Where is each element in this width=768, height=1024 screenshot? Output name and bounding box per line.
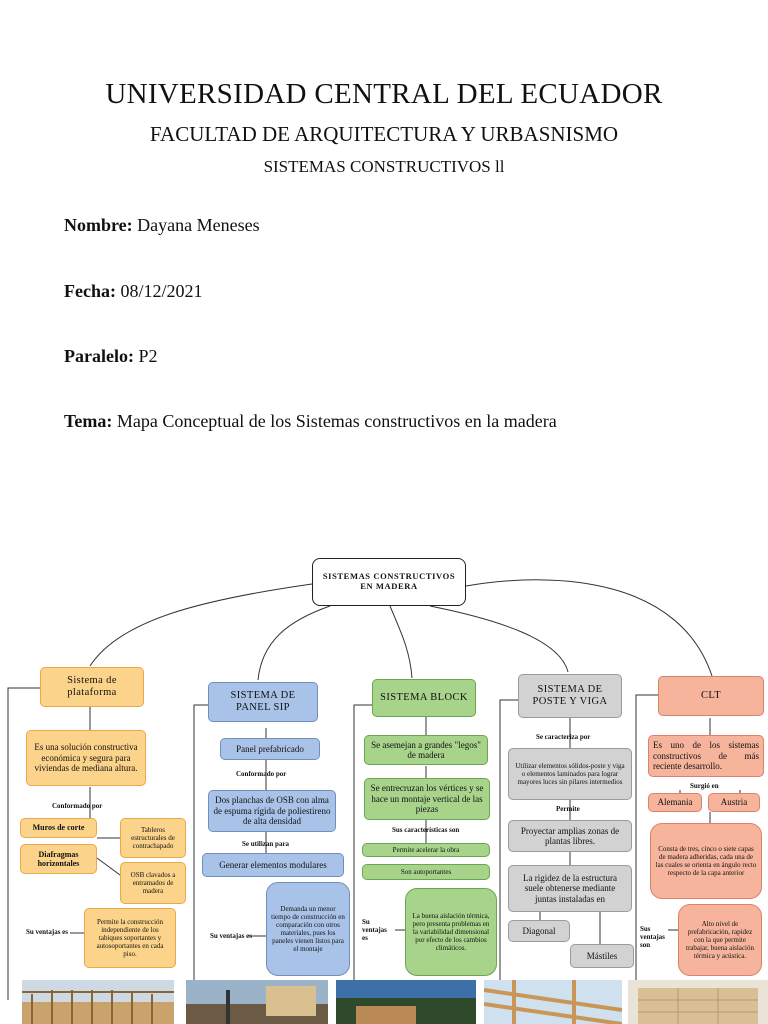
- utilizar-node: Utilizar elementos sólidos-poste y viga …: [508, 748, 632, 800]
- platform-framing-photo: [22, 980, 174, 1024]
- block-caracteristicas: Sus características son: [392, 826, 460, 834]
- nombre-field: Nombre: Dayana Meneses: [64, 215, 260, 236]
- autoportantes-node: Son autoportantes: [362, 864, 490, 880]
- clt-surgio: Surgió en: [690, 782, 719, 790]
- plataforma-desc: Es una solución constructiva económica y…: [26, 730, 146, 786]
- plataforma-conformado: Conformado por: [52, 802, 103, 810]
- sip-ventajas-label: Su ventajas es: [210, 932, 253, 940]
- fecha-field: Fecha: 08/12/2021: [64, 281, 203, 302]
- sip-title: SISTEMA DE PANEL SIP: [208, 682, 318, 722]
- rigidez-node: La rigidez de la estructura suele obtene…: [508, 865, 632, 912]
- legos-node: Se asemejan a grandes "legos" de madera: [364, 735, 488, 765]
- clt-ventaja: Alto nivel de prefabricación, rapidez co…: [678, 904, 762, 976]
- faculty-title: FACULTAD DE ARQUITECTURA Y URBASNISMO: [149, 122, 619, 146]
- austria-node: Austria: [708, 793, 760, 812]
- nombre-value: Dayana Meneses: [137, 215, 260, 235]
- tema-field: Tema: Mapa Conceptual de los Sistemas co…: [64, 411, 557, 432]
- root-node: SISTEMAS CONSTRUCTIVOS EN MADERA: [312, 558, 466, 606]
- acelerar-node: Permite acelerar la obra: [362, 843, 490, 857]
- clt-consta: Consta de tres, cinco o siete capas de m…: [650, 823, 762, 899]
- block-system-photo: [336, 980, 476, 1024]
- poste-title: SISTEMA DE POSTE Y VIGA: [518, 674, 622, 718]
- university-title: UNIVERSIDAD CENTRAL DEL ECUADOR: [105, 78, 663, 110]
- plataforma-title: Sistema de plataforma: [40, 667, 144, 707]
- proyectar-node: Proyectar amplias zonas de plantas libre…: [508, 820, 632, 852]
- nombre-label: Nombre:: [64, 215, 133, 235]
- sip-construction-photo: [186, 980, 328, 1024]
- clt-ventajas-label: Sus ventajas son: [640, 925, 665, 949]
- poste-permite: Permite: [556, 805, 580, 813]
- block-ventajas-label: Su ventajas es: [362, 918, 387, 942]
- modulares-node: Generar elementos modulares: [202, 853, 344, 877]
- poste-caracteriza: Se caracteriza por: [536, 733, 591, 741]
- block-ventaja: La buena aislación térmica, pero present…: [405, 888, 497, 976]
- plataforma-ventajas-label: Su ventajas es: [26, 928, 69, 936]
- sip-utilizan: Se utilizan para: [242, 840, 290, 848]
- tableros-node: Tableros estructurales de contrachapado: [120, 818, 186, 858]
- sip-conformado: Conformado por: [236, 770, 287, 778]
- planchas-node: Dos planchas de OSB con alma de espuma r…: [208, 790, 336, 832]
- clt-desc: Es uno de los sistemas constructivos de …: [648, 735, 764, 777]
- diafragmas-node: Diafragmas horizontales: [20, 844, 97, 874]
- clt-title: CLT: [658, 676, 764, 716]
- clt-panel-photo: [628, 980, 768, 1024]
- entrecruzan-node: Se entrecruzan los vértices y se hace un…: [364, 778, 490, 820]
- plataforma-ventaja: Permite la construcción independiente de…: [84, 908, 176, 968]
- mastiles-node: Mástiles: [570, 944, 634, 968]
- diagonal-node: Diagonal: [508, 920, 570, 942]
- paralelo-label: Paralelo:: [64, 346, 134, 366]
- post-beam-photo: [484, 980, 622, 1024]
- fecha-value: 08/12/2021: [120, 281, 203, 301]
- panel-node: Panel prefabricado: [220, 738, 320, 760]
- fecha-label: Fecha:: [64, 281, 116, 301]
- paralelo-field: Paralelo: P2: [64, 346, 158, 367]
- muros-node: Muros de corte: [20, 818, 97, 838]
- osb-node: OSB clavados a entramados de madera: [120, 862, 186, 904]
- alemania-node: Alemania: [648, 793, 702, 812]
- paralelo-value: P2: [138, 346, 158, 366]
- tema-label: Tema:: [64, 411, 113, 431]
- block-title: SISTEMA BLOCK: [372, 679, 476, 717]
- sip-ventaja: Demanda un menor tiempo de construcción …: [266, 882, 350, 976]
- subject-title: SISTEMAS CONSTRUCTIVOS ll: [263, 157, 505, 176]
- tema-value: Mapa Conceptual de los Sistemas construc…: [116, 411, 557, 431]
